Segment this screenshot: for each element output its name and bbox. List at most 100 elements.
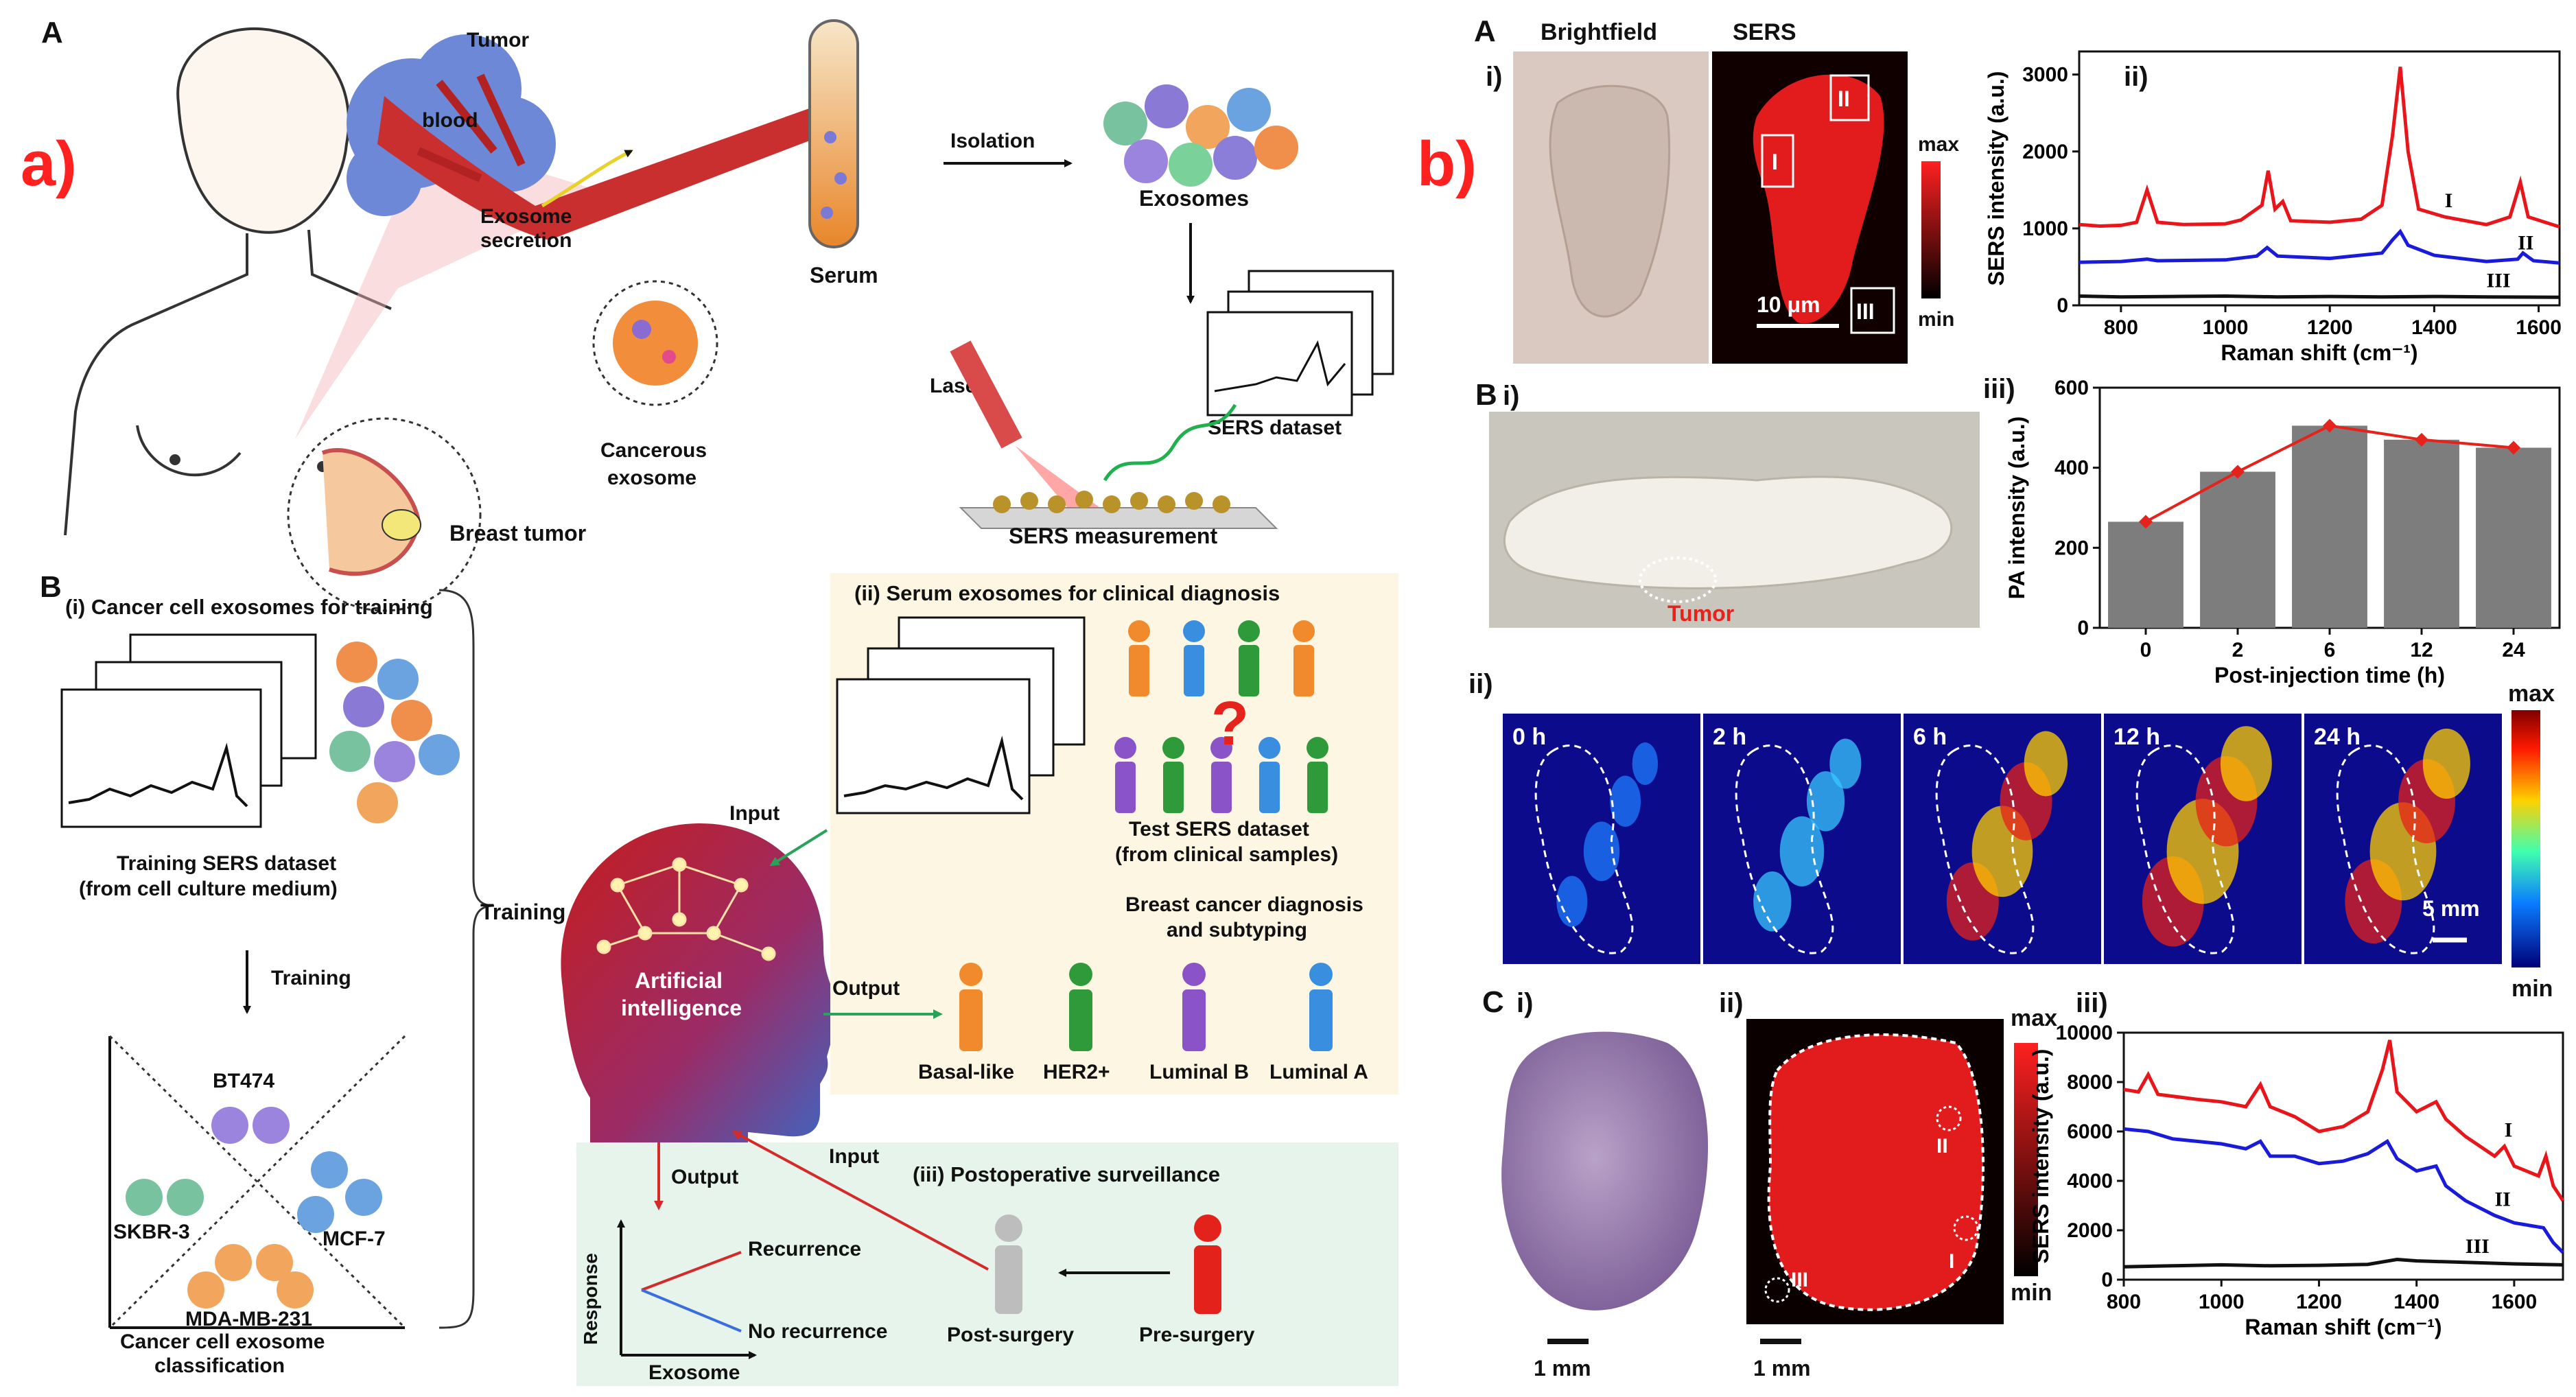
input-label-2: Input	[829, 1145, 879, 1168]
chart2-xtick-label-2: 2	[2232, 639, 2244, 661]
brightfield-cell	[1549, 84, 1671, 318]
chart1-series-label-II: II	[2518, 232, 2533, 255]
chart3-ytick-label-2: 4000	[2067, 1170, 2113, 1193]
blood-label: blood	[422, 109, 478, 132]
patient-crowd: ?	[1114, 620, 1328, 813]
chart3-series-label-I: I	[2505, 1119, 2513, 1142]
woman-figure	[64, 27, 392, 536]
chart1-xtick-label-4: 1600	[2516, 316, 2562, 339]
chart1-xtick-label-2: 1200	[2307, 316, 2353, 339]
svg-text:?: ?	[1211, 690, 1249, 758]
pa-frame-1-outline	[1735, 744, 1834, 954]
pa-frame-1-time-label: 2 h	[1713, 724, 1746, 750]
scale-5mm-label: 5 mm	[2422, 896, 2480, 921]
tissue-colorbar	[2014, 1043, 2038, 1276]
chart3-series-I	[2123, 1040, 2565, 1202]
chart2-bar-6	[2292, 425, 2367, 628]
chart2-bar-2	[2200, 471, 2275, 628]
breast-tumor-label: Breast tumor	[449, 521, 586, 545]
vessel-branches	[417, 73, 526, 183]
sers-colorbar-max: max	[1918, 133, 1959, 156]
chart2-ytick-label-0: 0	[2077, 617, 2089, 639]
panel-b-c-i: i)	[1517, 988, 1533, 1018]
chart2-ytick-label-3: 600	[2054, 377, 2089, 399]
training-dataset-label-1: Training SERS dataset	[117, 852, 336, 875]
pa-frame-1-signal-2	[1806, 771, 1845, 832]
training-dataset-stack	[60, 633, 317, 828]
mdamb231-label: MDA-MB-231	[185, 1308, 312, 1330]
serum-clinical-label: (ii) Serum exosomes for clinical diagnos…	[854, 581, 1280, 605]
chart2-trend-marker-2	[2323, 419, 2337, 433]
pa-frame-1-signal-0	[1753, 871, 1792, 932]
chart3-xtick-label-2: 1200	[2296, 1291, 2342, 1313]
tissue-roi-1-label: I	[1949, 1250, 1954, 1273]
chart3-ytick-label-4: 8000	[2067, 1071, 2113, 1094]
subtype-luminal-a: Luminal A	[1269, 1061, 1368, 1083]
tumor-mass	[382, 509, 421, 541]
chart1-series-I	[2079, 67, 2560, 228]
postop-label: (iii) Postoperative surveillance	[913, 1162, 1220, 1186]
pre-surgery-label: Pre-surgery	[1139, 1324, 1255, 1346]
chart3-series-label-III: III	[2466, 1235, 2490, 1258]
sers-cell-signal	[1753, 74, 1884, 324]
ai-label-2: intelligence	[621, 996, 742, 1020]
exosome-axis-label: Exosome	[648, 1361, 740, 1384]
training-brace-label: Training	[480, 900, 565, 924]
roi-box-1	[1761, 134, 1794, 188]
roi-box-2	[1829, 74, 1870, 121]
classification-label-1: Cancer cell exosome	[120, 1330, 325, 1353]
no-recurrence-label: No recurrence	[748, 1320, 887, 1343]
sers-measurement-label: SERS measurement	[1009, 524, 1217, 548]
chart1-xtick-label-3: 1400	[2411, 316, 2457, 339]
panel-a-tag: a)	[21, 129, 77, 199]
tissue-sers-signal	[1767, 1033, 1984, 1311]
panel-b-c-ii: ii)	[1719, 988, 1744, 1018]
chart2-ytick-label-1: 200	[2054, 537, 2089, 559]
pa-frame-3-time-label: 12 h	[2114, 724, 2160, 750]
bt474-label: BT474	[213, 1070, 274, 1092]
pa-frame-2-time-label: 6 h	[1913, 724, 1947, 750]
exosomes-label: Exosomes	[1139, 186, 1249, 211]
roi-2-label: II	[1838, 86, 1850, 111]
pa-colorbar-min: min	[2511, 976, 2553, 1002]
chart1-xtick-label-1: 1000	[2203, 316, 2249, 339]
roi-box-3	[1850, 287, 1895, 334]
panel-b-b-ii: ii)	[1468, 669, 1493, 699]
panel-b-c-iii: iii)	[2076, 988, 2108, 1018]
output-label-2: Output	[671, 1166, 738, 1188]
test-dataset-label-2: (from clinical samples)	[1115, 843, 1338, 866]
scale-1mm-b-label: 1 mm	[1753, 1356, 1811, 1381]
pa-frame-3-outline	[2135, 744, 2235, 954]
pa-frame-4-outline	[2336, 744, 2435, 954]
panel-b: b) A i) Brightfield SERS I II III 10 μm …	[1417, 14, 2565, 1381]
input-label-1: Input	[729, 802, 780, 825]
chart1-ytick-label-1: 1000	[2022, 218, 2068, 240]
isolation-label: Isolation	[950, 130, 1035, 152]
subtype-luminal-b: Luminal B	[1149, 1061, 1249, 1083]
mouse-tumor-label: Tumor	[1667, 601, 1734, 626]
panel-b-tag: b)	[1417, 129, 1477, 199]
tissue-roi-2	[1936, 1105, 1962, 1131]
serum-particle-1	[824, 131, 836, 143]
chart3-xtick-label-4: 1600	[2492, 1291, 2538, 1313]
pa-colorbar-max: max	[2508, 681, 2555, 707]
exosome-secretion-label-1: Exosome	[480, 205, 572, 228]
chart3-series-II	[2123, 1127, 2564, 1254]
tumor-label: Tumor	[467, 29, 529, 51]
post-surgery-figure	[995, 1214, 1022, 1314]
cancerous-exosome-label-2: exosome	[607, 467, 696, 489]
chart3-frame	[2122, 1031, 2564, 1281]
panel-b-a-i: i)	[1486, 62, 1502, 92]
chart3-series-III	[2123, 1257, 2564, 1269]
input-arrow-1	[769, 829, 828, 867]
pa-frame-3-signal-3	[2220, 726, 2272, 801]
chart3-ytick-label-0: 0	[2101, 1269, 2113, 1291]
panel-b-section-b: B	[1475, 378, 1497, 412]
brightfield-label: Brightfield	[1541, 19, 1657, 45]
blood-vessel	[377, 96, 854, 240]
chart2-trend-marker-4	[2507, 441, 2520, 455]
chart1-frame	[2078, 50, 2561, 307]
